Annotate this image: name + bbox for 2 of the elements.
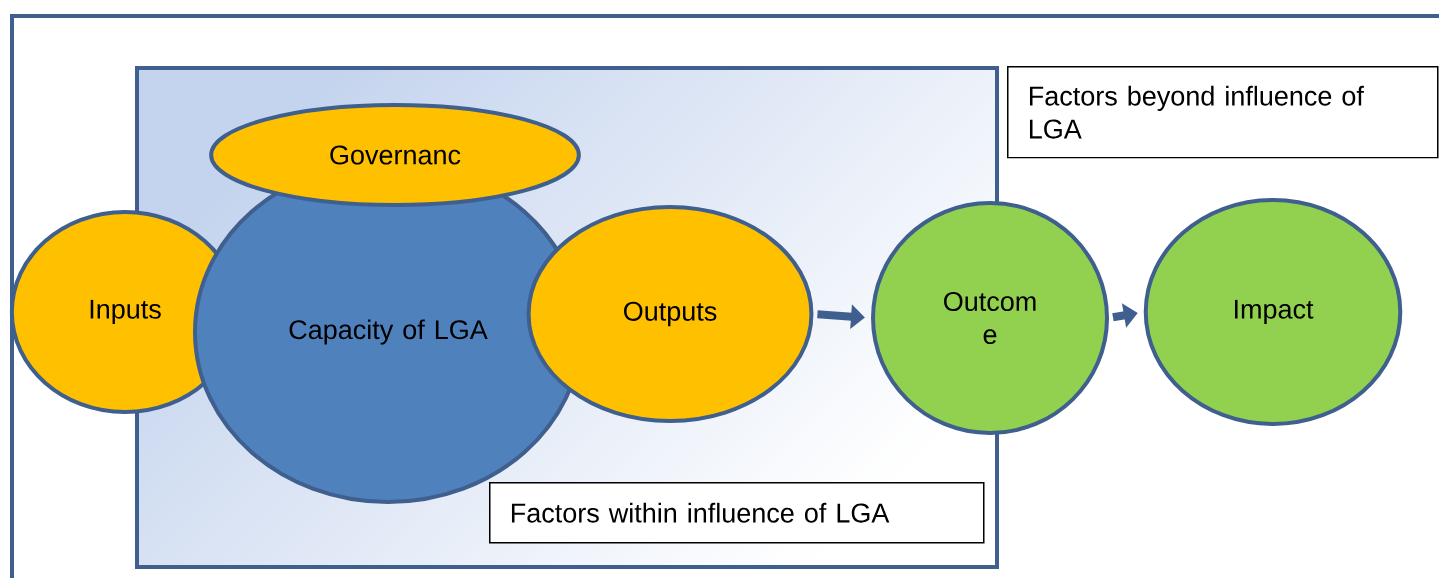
label-box: Factors within influence of LGA — [489, 482, 985, 544]
text-box: Factors beyond influence of LGA — [1007, 66, 1439, 159]
